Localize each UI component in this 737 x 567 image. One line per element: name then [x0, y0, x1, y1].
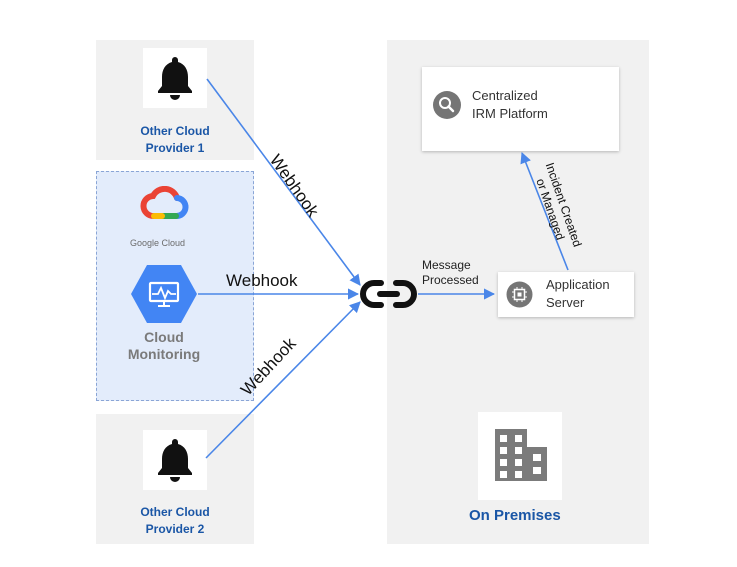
cloud-monitoring-label: Cloud Monitoring — [127, 329, 201, 362]
google-cloud-logo — [140, 186, 189, 219]
provider-1-icon-card — [143, 48, 207, 108]
webhook-arrow-bottom — [205, 301, 361, 459]
provider-2-icon-card — [143, 430, 207, 490]
building-icon-card — [478, 412, 562, 500]
on-premises-title: On Premises — [469, 507, 561, 524]
irm-platform-label: Centralized IRM Platform — [472, 88, 548, 121]
bell-icon — [158, 439, 192, 482]
chip-icon — [506, 281, 533, 308]
webhook-label-middle: Webhook — [226, 271, 298, 290]
incident-arrow — [520, 151, 569, 271]
cloud-monitoring-icon — [131, 265, 197, 323]
message-processed-label: Message Processed — [422, 258, 479, 287]
provider-2-label: Other Cloud Provider 2 — [140, 505, 210, 536]
google-cloud-text: Google Cloud — [130, 238, 186, 248]
bell-icon — [158, 57, 192, 100]
search-icon — [433, 91, 461, 119]
link-icon — [360, 280, 417, 308]
app-server-label: Application Server — [546, 277, 610, 310]
irm-platform-card: Centralized IRM Platform — [422, 67, 619, 151]
provider-1-label: Other Cloud Provider 1 — [140, 124, 210, 155]
google-cloud-group — [96, 171, 254, 401]
building-icon — [495, 429, 547, 481]
app-server-card: Application Server — [498, 272, 634, 317]
webhook-arrow-top — [206, 78, 361, 286]
